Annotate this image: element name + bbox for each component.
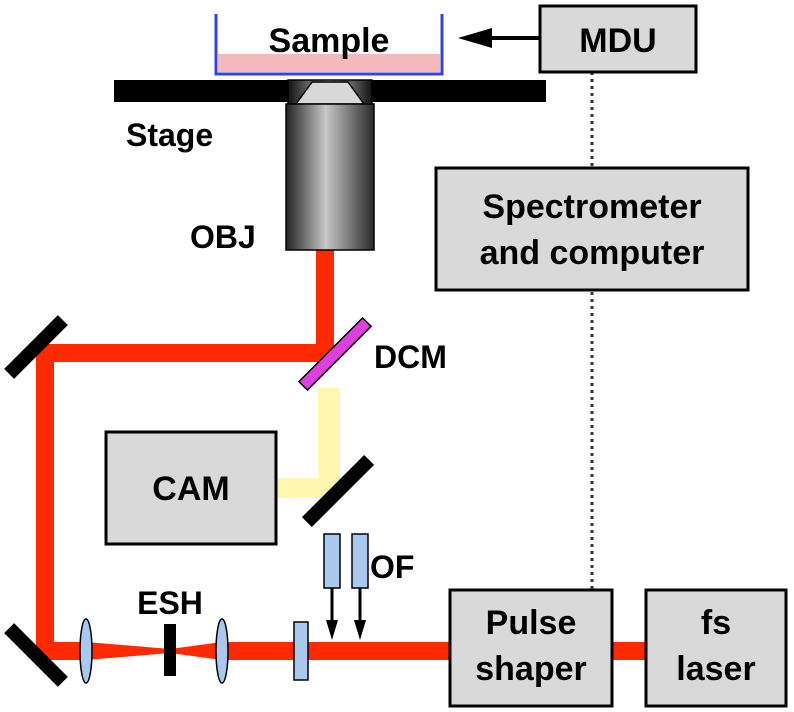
mirror-upper-left xyxy=(4,315,68,379)
sample-dish xyxy=(214,14,444,76)
beam-filter-plate xyxy=(293,621,309,681)
pulse-shaper-label-line2: shaper xyxy=(475,650,587,688)
filter-arrow-1-head xyxy=(326,620,338,640)
pulse-shaper-label-line1: Pulse xyxy=(486,604,577,642)
cam-label: CAM xyxy=(152,470,229,508)
fs-laser-label-line1: fs xyxy=(701,604,731,642)
camera-beam-vertical xyxy=(318,388,340,488)
stage-label: Stage xyxy=(126,117,213,153)
objective-body xyxy=(285,103,375,251)
beam-expand-cone xyxy=(170,642,222,660)
optical-filter-2 xyxy=(351,533,369,589)
beam-focus-cone xyxy=(86,642,170,660)
beam-horizontal-upper xyxy=(36,344,334,362)
fs-laser-box xyxy=(644,588,788,708)
lens-1 xyxy=(79,618,93,684)
of-label: OF xyxy=(370,549,414,585)
optical-filter-1 xyxy=(323,533,341,589)
mdu-arrow-head xyxy=(458,28,492,48)
beam-horizontal-lower xyxy=(36,642,90,660)
mdu-label: MDU xyxy=(579,22,656,60)
beam-shaper-to-laser xyxy=(612,642,648,660)
camera-box xyxy=(104,430,278,546)
spectrometer-label-line1: Spectrometer xyxy=(482,188,701,226)
beam-vertical-obj xyxy=(316,248,334,352)
mirror-lower-left xyxy=(4,623,68,687)
sample-liquid xyxy=(218,54,440,72)
beam-horizontal-right xyxy=(222,642,452,660)
esh-label: ESH xyxy=(137,585,203,621)
obj-label: OBJ xyxy=(190,219,256,255)
electronic-shutter xyxy=(164,624,176,676)
mdu-box xyxy=(538,4,698,74)
lens-2 xyxy=(215,618,229,684)
dcm-label: DCM xyxy=(374,339,447,375)
filter-arrow-2-head xyxy=(354,620,366,640)
fs-laser-label-line2: laser xyxy=(676,650,755,688)
camera-beam-horizontal xyxy=(276,478,340,498)
pulse-shaper-box xyxy=(448,588,614,708)
spectrometer-box xyxy=(434,166,750,292)
mirror-camera xyxy=(301,454,375,528)
sample-label: Sample xyxy=(269,22,390,60)
beam-vertical-left xyxy=(36,344,54,660)
dichroic-mirror xyxy=(297,316,373,392)
spectrometer-label-line2: and computer xyxy=(480,234,705,272)
